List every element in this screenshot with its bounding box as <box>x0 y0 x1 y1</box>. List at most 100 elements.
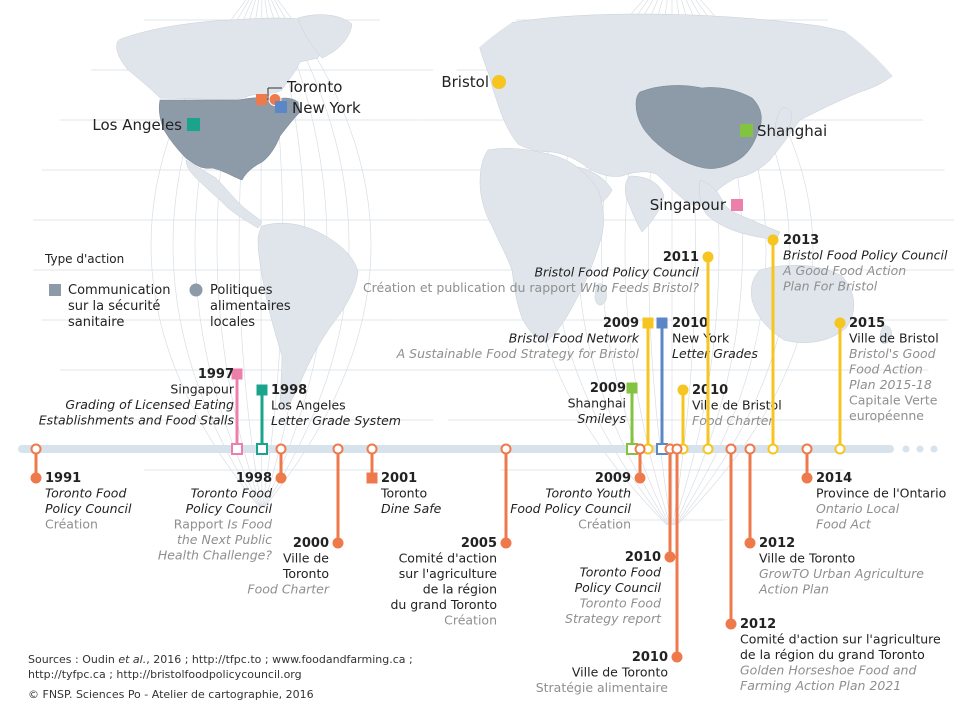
event-to2010a-line-4: Strategy report <box>565 611 662 626</box>
event-to2009-head <box>634 472 646 484</box>
shanghai-label: Shanghai <box>757 122 827 140</box>
event-sg1997-city: Singapour <box>170 382 234 397</box>
event-to2000-line-1: Ville de <box>283 551 329 566</box>
event-to2010b-line-2-text: Stratégie alimentaire <box>536 680 669 695</box>
event-to1998-line-2: Policy Council <box>186 501 273 516</box>
singapour-label: Singapour <box>650 196 727 214</box>
event-br2015-line-2-text: Food Action <box>849 362 923 377</box>
event-br2009-head <box>642 317 654 329</box>
event-to1998-head <box>275 472 287 484</box>
event-to2005-line-3-text: de la région <box>423 582 497 597</box>
event-br2013-line-2-text: A Good Food Action <box>782 263 906 278</box>
event-to2005-line-2-text: sur l'agriculture <box>399 566 498 581</box>
event-to2000-line-3-text: Food Charter <box>247 582 329 597</box>
event-ny2010-year: 2010 <box>672 316 708 331</box>
event-la1998-year: 1998 <box>271 383 307 398</box>
event-to1991-head <box>30 472 42 484</box>
event-la1998-head <box>256 384 268 396</box>
event-to2005-axis-marker <box>500 443 512 455</box>
event-br2013-line-1: Bristol Food Policy Council <box>783 248 948 263</box>
event-to2010b-line-2: Stratégie alimentaire <box>536 680 669 695</box>
event-br2011-year: 2011 <box>663 250 699 265</box>
event-br2015-city: Ville de Bristol <box>849 331 939 346</box>
event-to1991-line-3: Création <box>45 517 98 532</box>
toronto-square-marker <box>256 94 267 105</box>
new-york-label: New York <box>292 99 361 117</box>
event-to1998-line-5-text: Health Challenge? <box>158 548 273 563</box>
event-br2013-line-2: A Good Food Action <box>782 263 906 278</box>
event-to1998-line-3: Rapport Is Food <box>174 517 272 532</box>
event-to2012a-head <box>744 537 756 549</box>
event-to2010a-line-1-text: Toronto Food <box>580 565 661 580</box>
event-to2012a-line-3: Action Plan <box>758 582 829 597</box>
event-to2009-line-2: Food Policy Council <box>510 501 631 516</box>
event-ny2010-head <box>656 317 668 329</box>
event-to2001-year: 2001 <box>381 471 417 486</box>
event-to2014-line-3-text: Food Act <box>816 517 872 532</box>
event-br2013-line-1-text: Bristol Food Policy Council <box>783 248 948 263</box>
event-to2009-year: 2009 <box>595 471 631 486</box>
event-sg1997-head <box>231 368 243 380</box>
event-br2015-head <box>834 317 846 329</box>
event-to2009-axis-marker <box>634 443 646 455</box>
event-to2001-line-1-text: Toronto <box>380 486 427 501</box>
event-to2012b-line-4-text: Farming Action Plan 2021 <box>740 678 901 693</box>
event-to1991-line-1: Toronto Food <box>45 486 126 501</box>
event-sg1997-line-1: Grading of Licensed Eating <box>65 397 234 412</box>
event-to2014-line-1-text: Province de l'Ontario <box>816 486 946 501</box>
event-br2015-line-5-text: européenne <box>849 408 924 423</box>
event-to2010a-head <box>664 551 676 563</box>
event-to2014-line-2: Ontario Local <box>816 501 900 516</box>
event-to1991-year: 1991 <box>45 471 81 486</box>
event-sh2009-year: 2009 <box>590 381 626 396</box>
event-to2005-line-4: du grand Toronto <box>390 597 497 612</box>
event-la1998-axis-marker <box>256 443 268 455</box>
event-to2000-axis-marker <box>332 443 344 455</box>
event-sg1997-axis-marker <box>231 443 243 455</box>
event-to1998-axis-marker <box>275 443 287 455</box>
event-la1998-line-1-text: Letter Grade System <box>271 413 401 428</box>
event-to2005-line-4-text: du grand Toronto <box>390 597 497 612</box>
event-to2001-line-2-text: Dine Safe <box>381 501 442 516</box>
event-to2014-line-3: Food Act <box>816 517 872 532</box>
event-to2012b-line-3-text: Golden Horseshoe Food and <box>740 663 916 678</box>
event-ny2010-line-1: Letter Grades <box>672 346 758 361</box>
event-to2012a-line-2-text: GrowTO Urban Agriculture <box>759 566 924 581</box>
event-to1991-line-2-text: Policy Council <box>45 501 132 516</box>
event-to2010b-head <box>671 651 683 663</box>
event-la1998-city: Los Angeles <box>271 398 346 413</box>
event-to2010a-line-2-text: Policy Council <box>575 580 662 595</box>
event-to2000-line-1-text: Ville de <box>283 551 329 566</box>
event-br2015-line-4: Capitale Verte <box>849 393 938 408</box>
event-to1998-line-5: Health Challenge? <box>158 548 273 563</box>
map-lobe-eurasia <box>387 0 954 525</box>
event-to2010b-axis-marker <box>671 443 683 455</box>
legend-square-line3: sanitaire <box>68 315 124 330</box>
event-to2014-line-2-text: Ontario Local <box>816 501 900 516</box>
event-br2010-line-1-text: Food Charter <box>692 413 774 428</box>
event-sg1997-year: 1997 <box>198 367 234 382</box>
legend-circle-line2: alimentaires <box>210 299 291 314</box>
legend-square-line1: Communication <box>68 283 170 298</box>
event-to1998-line-1: Toronto Food <box>191 486 272 501</box>
los-angeles-marker <box>187 118 200 131</box>
event-to2012a-line-1: Ville de Toronto <box>759 551 855 566</box>
legend-title: Type d'action <box>44 252 124 266</box>
event-to2005-line-5-text: Création <box>444 613 497 628</box>
event-to2012b-head <box>725 618 737 630</box>
event-to1998-line-1-text: Toronto Food <box>191 486 272 501</box>
footer: Sources : Oudin et al., 2016 ; http://tf… <box>28 653 413 701</box>
event-to2005-line-3: de la région <box>423 582 497 597</box>
event-to2012b-line-2: de la région du grand Toronto <box>740 647 925 662</box>
event-to2010a-year: 2010 <box>625 550 661 565</box>
sources-line-2: http://tyfpc.ca ; http://bristolfoodpoli… <box>28 668 302 681</box>
event-to2001-line-1: Toronto <box>380 486 427 501</box>
